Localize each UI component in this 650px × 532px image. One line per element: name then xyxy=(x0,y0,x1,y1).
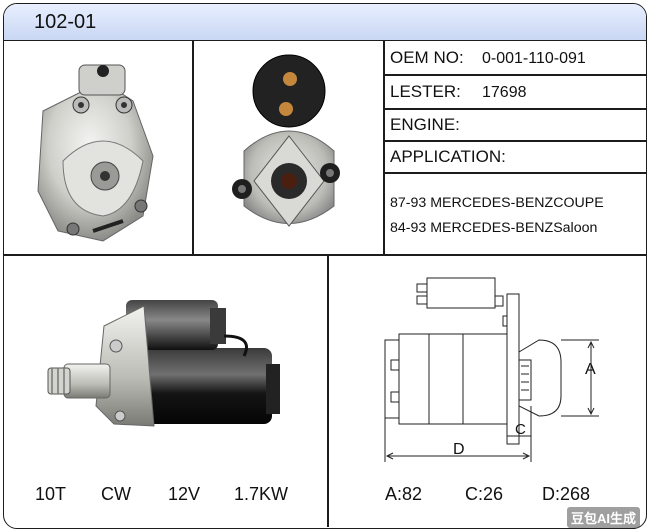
starter-side-photo xyxy=(47,300,280,427)
divider xyxy=(383,172,647,174)
application-line: 87-93 MERCEDES-BENZCOUPE xyxy=(390,195,604,211)
oem-label: OEM NO: xyxy=(390,48,464,67)
starter-front-photo xyxy=(232,54,340,227)
divider xyxy=(383,74,647,76)
dim-c-value: C:26 xyxy=(465,484,504,504)
divider xyxy=(383,108,647,110)
divider xyxy=(192,40,194,254)
divider xyxy=(383,40,385,254)
starter-rear-photo xyxy=(37,64,154,242)
application-label: APPLICATION: xyxy=(390,147,506,166)
part-number: 102-01 xyxy=(34,11,97,33)
spec-teeth: 10T xyxy=(35,484,67,504)
watermark: 豆包AI生成 xyxy=(566,507,640,528)
lester-label: LESTER: xyxy=(390,82,461,101)
spec-rotation: CW xyxy=(101,484,131,504)
spec-voltage: 12V xyxy=(168,484,201,504)
divider xyxy=(383,140,647,142)
divider xyxy=(327,254,329,527)
dimension-drawing: A C D xyxy=(384,277,599,462)
dim-label-a: A xyxy=(585,361,596,378)
application-line: 84-93 MERCEDES-BENZSaloon xyxy=(390,220,598,236)
dim-label-d: D xyxy=(453,441,465,458)
oem-value: 0-001-110-091 xyxy=(482,50,586,67)
header-bar: 102-01 xyxy=(4,4,646,41)
dim-label-c: C xyxy=(515,421,526,438)
dim-d-value: D:268 xyxy=(542,484,591,504)
lester-value: 17698 xyxy=(482,84,527,101)
dim-a-value: A:82 xyxy=(385,484,423,504)
divider xyxy=(3,254,647,256)
engine-label: ENGINE: xyxy=(390,115,460,134)
spec-power: 1.7KW xyxy=(234,484,289,504)
